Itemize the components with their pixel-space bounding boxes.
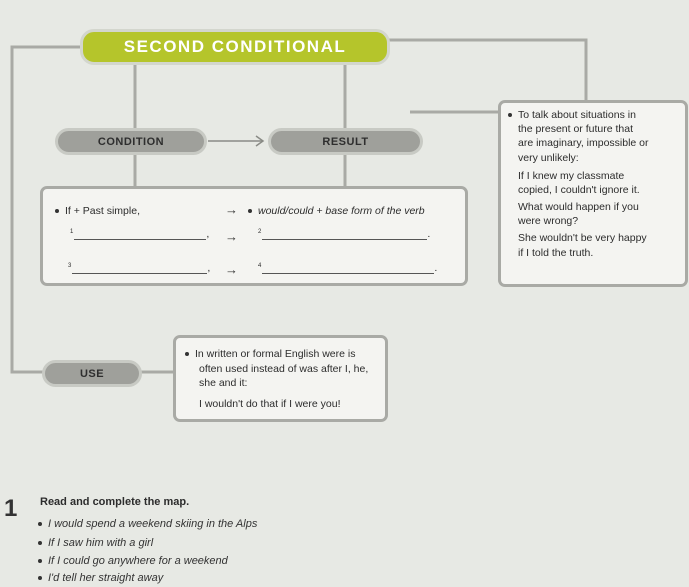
exercise-instruction: Read and complete the map. [40, 496, 190, 508]
blank-1[interactable]: 1, [70, 228, 210, 240]
condition-form: If + Past simple, [55, 205, 140, 217]
blank-3[interactable]: 3, [68, 262, 211, 274]
result-form: would/could + base form of the verb [248, 205, 425, 217]
blank-4[interactable]: 4. [258, 262, 438, 274]
map-title: SECOND CONDITIONAL [80, 29, 390, 65]
condition-pill: CONDITION [55, 128, 207, 155]
use-note: In written or formal English were is oft… [185, 347, 368, 412]
arrow-right-icon: → [225, 262, 238, 277]
exercise-item: If I saw him with a girl [38, 537, 153, 549]
arrow-right-icon: → [225, 202, 238, 217]
exercise-item: I would spend a weekend skiing in the Al… [38, 518, 257, 530]
use-explanation: To talk about situations in the present … [508, 108, 649, 260]
exercise-item: I'd tell her straight away [38, 572, 163, 584]
result-pill: RESULT [268, 128, 423, 155]
use-note-box [173, 335, 388, 422]
use-explanation-box [498, 100, 688, 287]
exercise-number: 1 [4, 495, 18, 522]
form-box [40, 186, 468, 286]
blank-2[interactable]: 2. [258, 228, 431, 240]
arrow-right-icon: → [225, 229, 238, 244]
exercise-item: If I could go anywhere for a weekend [38, 555, 228, 567]
use-pill: USE [42, 360, 142, 387]
